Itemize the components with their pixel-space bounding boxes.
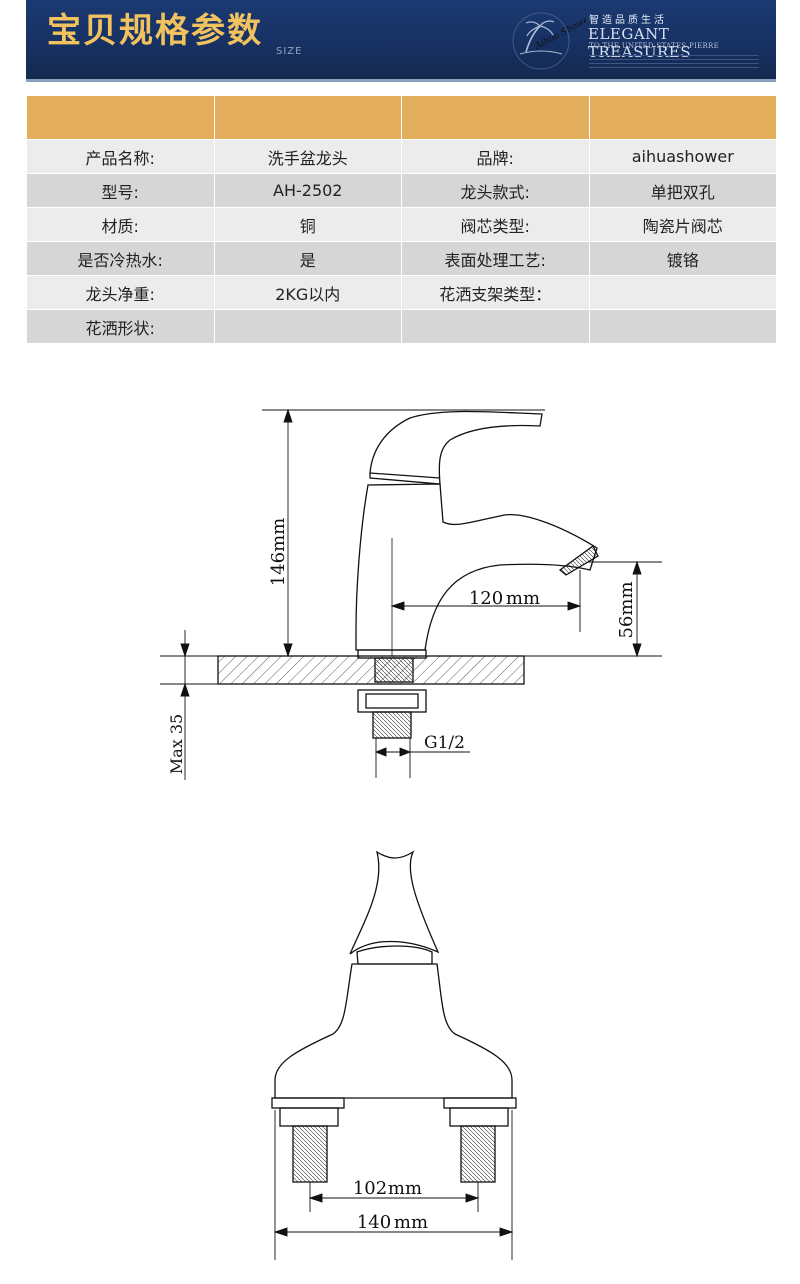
outer-dim-value: 140 xyxy=(357,1212,391,1233)
header-cell xyxy=(26,95,215,140)
spec-label: 是否冷热水: xyxy=(26,241,215,276)
size-label: SIZE xyxy=(276,46,303,57)
spec-value: 洗手盆龙头 xyxy=(213,139,402,174)
right-flange xyxy=(443,1097,517,1109)
outer-dim-unit: mm xyxy=(394,1212,428,1233)
spec-value xyxy=(588,275,777,310)
spec-label: 品牌: xyxy=(401,139,590,174)
spec-value: 陶瓷片阀芯 xyxy=(588,207,777,242)
left-flange xyxy=(271,1097,345,1109)
table-row: 龙头净重: 2KG以内 花洒支架类型： xyxy=(26,275,777,310)
lock-nut xyxy=(357,689,427,713)
spec-value xyxy=(588,309,777,344)
spec-value: 单把双孔 xyxy=(588,173,777,208)
spec-label: 花洒支架类型： xyxy=(401,275,590,310)
aerator xyxy=(558,545,599,576)
countertop xyxy=(217,655,525,685)
header-banner: 宝贝规格参数 SIZE Aihua Shower 智造品质生活 ELEGANT … xyxy=(26,0,776,82)
spec-label: 表面处理工艺: xyxy=(401,241,590,276)
front-view-drawing: 102 mm 140 mm xyxy=(0,840,800,1280)
spec-value xyxy=(213,309,402,344)
faucet-body xyxy=(274,963,513,1099)
side-view-drawing: 146mm 120 mm 56mm Max 35 G1/2 xyxy=(0,360,800,800)
svg-text:Aihua Shower: Aihua Shower xyxy=(533,13,586,53)
brand-logo: Aihua Shower xyxy=(512,12,586,70)
front-view-svg: 102 mm 140 mm xyxy=(271,850,517,1260)
page-title: 宝贝规格参数 xyxy=(47,11,263,51)
table-row: 是否冷热水: 是 表面处理工艺: 镀铬 xyxy=(26,241,777,276)
upper-body xyxy=(356,945,433,965)
thread-dim-label: G1/2 xyxy=(424,733,465,753)
shank-thread-lower xyxy=(372,711,412,739)
right-thread xyxy=(460,1125,496,1183)
spec-value: 铜 xyxy=(213,207,402,242)
shank-thread-upper xyxy=(374,657,414,683)
decorative-lines xyxy=(589,52,759,68)
lever-handle xyxy=(369,410,543,485)
faucet-body xyxy=(355,483,598,651)
header-cell xyxy=(401,95,590,140)
table-row: 花洒形状: xyxy=(26,309,777,344)
spec-value: aihuashower xyxy=(588,139,777,174)
table-row: 型号: AH-2502 龙头款式: 单把双孔 xyxy=(26,173,777,208)
spec-table: 产品名称: 洗手盆龙头 品牌: aihuashower 型号: AH-2502 … xyxy=(26,95,777,344)
spout-dim-unit: mm xyxy=(506,588,540,609)
header-cell xyxy=(213,95,402,140)
spec-label: 型号: xyxy=(26,173,215,208)
spec-value: 是 xyxy=(213,241,402,276)
spec-value: 镀铬 xyxy=(588,241,777,276)
spec-label: 阀芯类型: xyxy=(401,207,590,242)
side-view-svg: 146mm 120 mm 56mm Max 35 G1/2 xyxy=(160,408,662,780)
tagline-cn: 智造品质生活 xyxy=(589,15,667,26)
table-header-row xyxy=(26,95,777,140)
inner-dim-unit: mm xyxy=(388,1178,422,1199)
spout-dim-value: 120 xyxy=(469,588,503,609)
spec-label: 龙头款式: xyxy=(401,173,590,208)
table-row: 产品名称: 洗手盆龙头 品牌: aihuashower xyxy=(26,139,777,174)
spec-label xyxy=(401,309,590,344)
header-cell xyxy=(588,95,777,140)
outlet-dim-label: 56mm xyxy=(616,581,637,638)
spec-label: 龙头净重: xyxy=(26,275,215,310)
table-row: 材质: 铜 阀芯类型: 陶瓷片阀芯 xyxy=(26,207,777,242)
max-dim-label: Max 35 xyxy=(167,714,186,774)
spec-label: 产品名称: xyxy=(26,139,215,174)
spec-label: 材质: xyxy=(26,207,215,242)
spec-label: 花洒形状: xyxy=(26,309,215,344)
left-thread xyxy=(292,1125,328,1183)
lever-handle xyxy=(349,850,440,955)
height-dim-label: 146mm xyxy=(268,518,289,587)
inner-dim-value: 102 xyxy=(353,1178,387,1199)
tagline-en: ELEGANT TREASURES xyxy=(588,25,692,61)
spec-value: 2KG以内 xyxy=(213,275,402,310)
spec-value: AH-2502 xyxy=(213,173,402,208)
tagline-en-sub: TO THE UNITED STATES PIERRE xyxy=(589,42,720,50)
